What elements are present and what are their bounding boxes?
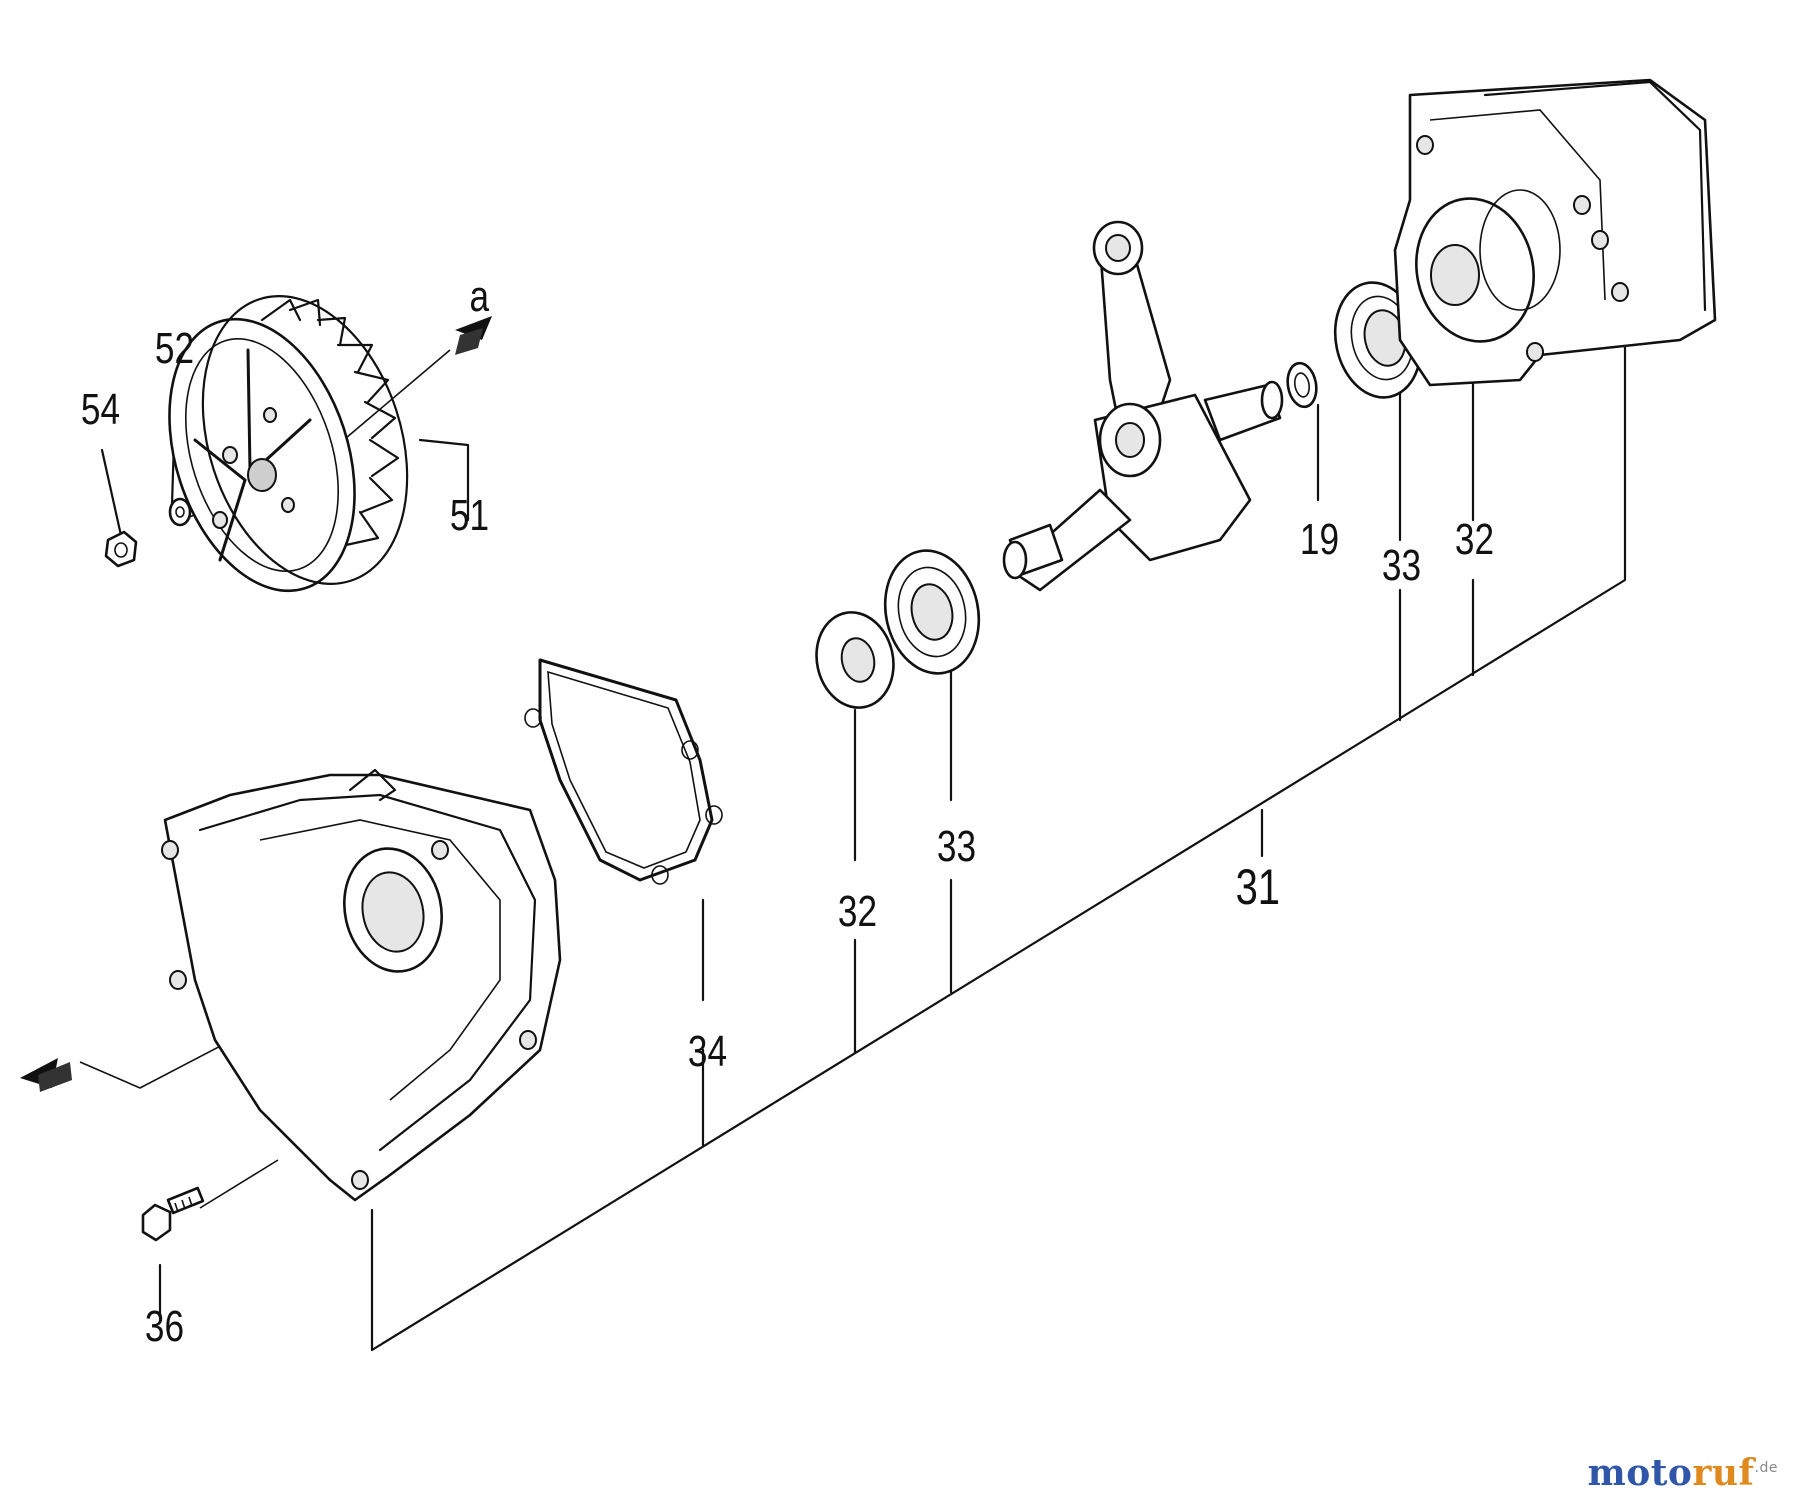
flywheel-part bbox=[168, 295, 409, 593]
direction-arrows bbox=[20, 316, 492, 1092]
watermark-suffix: .de bbox=[1754, 1460, 1778, 1476]
arrow-a-head bbox=[455, 316, 492, 340]
watermark-letter: u bbox=[1711, 1452, 1739, 1494]
callout-33-top: 33 bbox=[1381, 541, 1422, 590]
oil-seal-32-mid bbox=[815, 611, 895, 709]
callout-32-top: 32 bbox=[1454, 515, 1495, 564]
callout-31: 31 bbox=[1235, 859, 1281, 915]
watermark-letter: o bbox=[1667, 1452, 1693, 1494]
callout-19: 19 bbox=[1299, 515, 1340, 564]
bearing-33-mid bbox=[883, 549, 981, 675]
callout-32-mid: 32 bbox=[837, 887, 878, 936]
gasket-34 bbox=[524, 658, 723, 885]
assembly-line-31 bbox=[370, 343, 1627, 1352]
callout-34: 34 bbox=[687, 1027, 728, 1076]
leader-54 bbox=[100, 448, 124, 542]
watermark-letter: f bbox=[1738, 1452, 1755, 1494]
crankshaft-part bbox=[1002, 220, 1284, 592]
callout-a: a bbox=[469, 272, 490, 321]
motoruf-watermark: motoruf.de bbox=[1588, 1455, 1778, 1491]
watermark-letter: o bbox=[1626, 1452, 1651, 1494]
watermark-letter: t bbox=[1650, 1452, 1668, 1494]
watermark-brand: motoruf bbox=[1588, 1452, 1755, 1494]
watermark-letter: r bbox=[1692, 1452, 1712, 1494]
callout-51: 51 bbox=[449, 491, 490, 540]
crankcase-half-left bbox=[161, 768, 562, 1202]
callout-52: 52 bbox=[154, 324, 195, 373]
bolt-36 bbox=[141, 1186, 205, 1242]
washer-52 bbox=[168, 497, 192, 527]
bolt-axis-line bbox=[199, 1159, 279, 1209]
callout-33-mid: 33 bbox=[936, 822, 977, 871]
callout-36: 36 bbox=[144, 1302, 185, 1351]
callout-54: 54 bbox=[80, 385, 121, 434]
leader-51-b bbox=[418, 438, 470, 490]
thrust-washer-19 bbox=[1286, 361, 1318, 409]
crankcase-half-right bbox=[1393, 78, 1717, 387]
watermark-letter: m bbox=[1587, 1452, 1627, 1494]
nut-54 bbox=[104, 530, 138, 568]
